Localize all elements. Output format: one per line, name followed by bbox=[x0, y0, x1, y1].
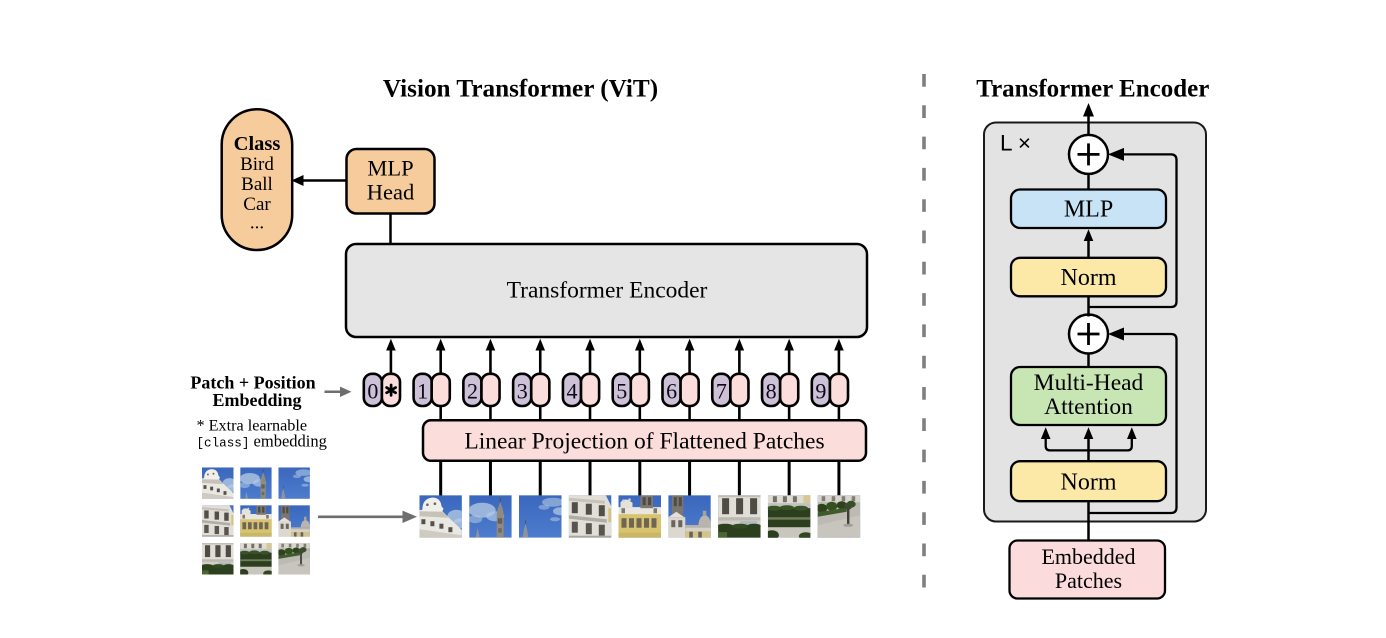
svg-text:1: 1 bbox=[417, 378, 428, 403]
svg-text:Patch + Position: Patch + Position bbox=[190, 373, 315, 393]
svg-text:[class] embedding: [class] embedding bbox=[197, 432, 327, 451]
svg-text:...: ... bbox=[250, 213, 264, 234]
svg-text:Bird: Bird bbox=[240, 154, 274, 175]
svg-text:Vision Transformer (ViT): Vision Transformer (ViT) bbox=[383, 76, 658, 103]
svg-text:L ×: L × bbox=[1000, 131, 1031, 156]
svg-text:Embedding: Embedding bbox=[212, 390, 301, 410]
svg-text:Transformer Encoder: Transformer Encoder bbox=[507, 278, 708, 304]
svg-text:* Extra learnable: * Extra learnable bbox=[197, 417, 308, 435]
svg-text:MLP: MLP bbox=[367, 156, 413, 181]
svg-text:Head: Head bbox=[367, 179, 414, 204]
svg-text:Ball: Ball bbox=[241, 174, 273, 195]
svg-text:8: 8 bbox=[766, 378, 777, 403]
svg-text:0: 0 bbox=[367, 378, 378, 403]
svg-text:Attention: Attention bbox=[1044, 394, 1133, 420]
svg-text:Norm: Norm bbox=[1061, 470, 1117, 496]
svg-text:Car: Car bbox=[243, 194, 271, 215]
svg-text:4: 4 bbox=[567, 378, 578, 403]
svg-text:Norm: Norm bbox=[1061, 265, 1117, 291]
svg-text:Class: Class bbox=[234, 133, 281, 155]
svg-text:MLP: MLP bbox=[1064, 197, 1113, 223]
svg-text:5: 5 bbox=[616, 378, 627, 403]
svg-text:Patches: Patches bbox=[1055, 568, 1122, 593]
svg-text:Embedded: Embedded bbox=[1041, 544, 1135, 569]
svg-text:7: 7 bbox=[716, 378, 727, 403]
svg-text:Transformer Encoder: Transformer Encoder bbox=[976, 76, 1209, 103]
svg-text:9: 9 bbox=[815, 378, 826, 403]
svg-text:Multi-Head: Multi-Head bbox=[1034, 370, 1144, 396]
svg-text:3: 3 bbox=[517, 378, 528, 403]
svg-text:2: 2 bbox=[467, 378, 478, 403]
svg-text:6: 6 bbox=[666, 378, 677, 403]
svg-text:Linear Projection of Flattened: Linear Projection of Flattened Patches bbox=[464, 428, 824, 454]
